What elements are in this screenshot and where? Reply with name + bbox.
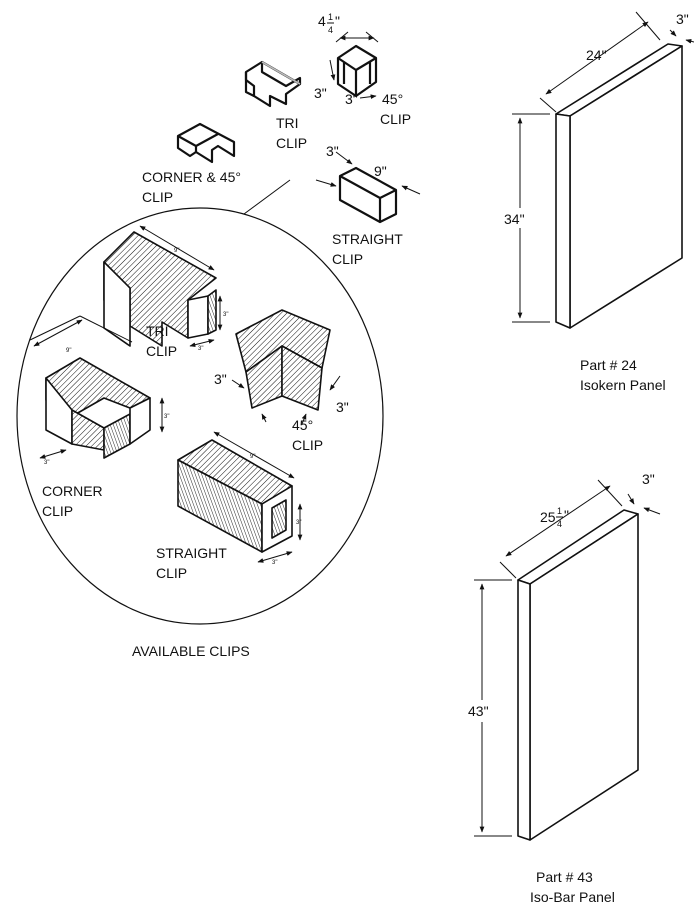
detail-straight-label-1: STRAIGHT [156,545,227,561]
panel-24: 24" 3" 34" Part # 24 Isokern Panel [500,11,694,393]
detail-corner-dim-w: 3" [44,460,49,466]
detail-straight-dim-h: 3" [296,520,301,526]
panel24-part: Part # 24 [580,357,637,373]
small-straight-clip: 3" 9" STRAIGHT CLIP [315,143,421,267]
small-corner-clip: CORNER & 45° CLIP [142,122,241,205]
svg-text:4: 4 [328,25,333,35]
panel43-part: Part # 43 [536,869,593,885]
small-45-dim-left: 3" [314,85,327,101]
small-tri-label-1: TRI [276,115,299,131]
detail-tri-label-2: CLIP [146,343,177,359]
detail-corner-label-1: CORNER [42,483,103,499]
small-straight-label-1: STRAIGHT [332,231,403,247]
small-45-label-2: CLIP [380,111,411,127]
panel24-height: 34" [504,211,525,227]
small-straight-dim-b: 9" [374,163,387,179]
available-clips-caption: AVAILABLE CLIPS [132,643,250,659]
detail-circle [16,207,384,625]
panel24-width: 24" [586,47,607,63]
panel24-name: Isokern Panel [580,377,666,393]
detail-tri-dim-w: 3" [198,346,203,352]
svg-text:": " [564,507,569,523]
panel-43: 25 1 4 " 3" 43" Part # 43 Iso-Bar Panel [464,471,661,905]
small-tri-clip: TRI CLIP [244,60,307,151]
small-45-clip: 4 1 4 " 3" 3" 45° CLIP [314,12,411,127]
panel43-height: 43" [468,703,489,719]
svg-text:1: 1 [328,12,333,22]
panel24-depth: 3" [676,11,689,27]
detail-tri-dim-h: 3" [223,312,228,318]
detail-corner-clip: 9" 3" 3" CORNER CLIP [29,315,169,519]
detail-tri-dim-len: 9" [174,248,179,254]
detail-45-label-2: CLIP [292,437,323,453]
svg-text:1: 1 [557,506,562,516]
detail-45-dim-left: 3" [214,371,227,387]
detail-straight-dim-w: 3" [272,560,277,566]
small-45-dim-top: 4 [318,13,326,29]
panel43-depth: 3" [642,471,655,487]
detail-straight-dim-len: 9" [250,454,255,460]
small-straight-label-2: CLIP [332,251,363,267]
detail-straight-label-2: CLIP [156,565,187,581]
svg-text:": " [335,13,340,29]
detail-tri-label-1: TRI [146,323,169,339]
detail-corner-dim-h: 3" [164,414,169,420]
detail-straight-clip: 9" 3" 3" STRAIGHT CLIP [156,431,303,581]
small-tri-label-2: CLIP [276,135,307,151]
detail-corner-dim-len: 9" [66,348,71,354]
svg-text:4: 4 [557,519,562,529]
detail-45-dim-right: 3" [336,399,349,415]
panel43-width: 25 [540,509,556,525]
detail-45-label-1: 45° [292,417,313,433]
small-straight-dim-a: 3" [326,143,339,159]
detail-leader [243,179,291,215]
small-45-dim-bottom: 3" [345,91,358,107]
detail-corner-label-2: CLIP [42,503,73,519]
detail-tri-clip: 9" 3" 3" TRI CLIP [103,225,228,359]
panel43-name: Iso-Bar Panel [530,889,615,905]
detail-45-clip: 3" 3" 45° CLIP [214,309,349,453]
small-corner-label-2: CLIP [142,189,173,205]
small-corner-label-1: CORNER & 45° [142,169,241,185]
small-45-label-1: 45° [382,91,403,107]
